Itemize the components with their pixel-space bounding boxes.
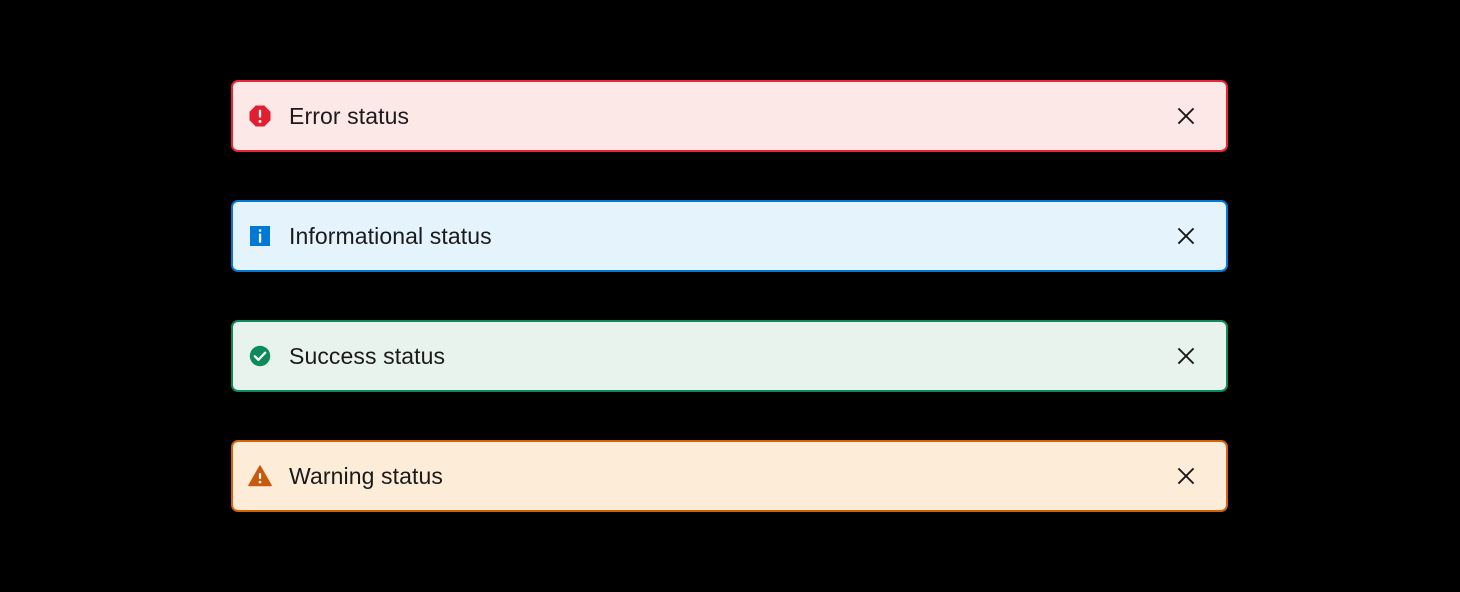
alert-message: Error status xyxy=(289,103,410,129)
success-check-circle-icon xyxy=(248,344,272,368)
error-octagon-icon xyxy=(248,104,272,128)
alert-message: Informational status xyxy=(289,223,492,249)
alert-dismiss-button[interactable] xyxy=(1169,459,1203,493)
alert-info: Informational status xyxy=(231,200,1228,272)
alert-dismiss-button[interactable] xyxy=(1169,219,1203,253)
alert-dismiss-button[interactable] xyxy=(1169,99,1203,133)
close-icon xyxy=(1177,227,1195,245)
warning-triangle-icon xyxy=(248,464,272,488)
info-square-icon xyxy=(248,224,272,248)
alert-dismiss-button[interactable] xyxy=(1169,339,1203,373)
close-icon xyxy=(1177,107,1195,125)
alert-warning: Warning status xyxy=(231,440,1228,512)
alerts-stack: Error status Informational status xyxy=(231,80,1228,512)
alert-message: Warning status xyxy=(289,463,443,489)
close-icon xyxy=(1177,467,1195,485)
close-icon xyxy=(1177,347,1195,365)
alert-message: Success status xyxy=(289,343,446,369)
alert-error: Error status xyxy=(231,80,1228,152)
alert-success: Success status xyxy=(231,320,1228,392)
